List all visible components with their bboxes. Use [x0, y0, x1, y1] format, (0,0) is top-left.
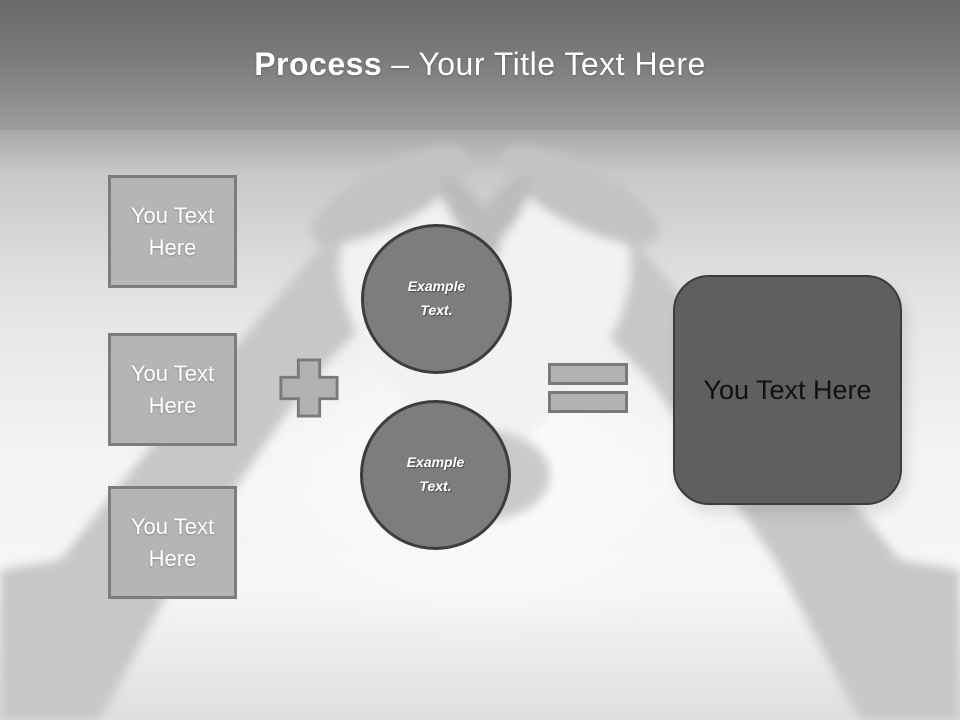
- placeholder-label: You Text Here: [130, 514, 215, 571]
- equals-sign-icon[interactable]: [548, 363, 628, 385]
- plus-sign-icon[interactable]: [278, 357, 340, 419]
- title-band: Process– Your Title Text Here: [0, 0, 960, 130]
- text-placeholder-box-3[interactable]: You Text Here: [108, 486, 237, 599]
- text-placeholder-box-2[interactable]: You Text Here: [108, 333, 237, 446]
- placeholder-label: You Text Here: [130, 361, 215, 418]
- example-circle-2[interactable]: Example Text.: [360, 400, 511, 550]
- slide-title-emphasis: Process: [254, 46, 383, 83]
- left-hand-shape: [311, 145, 469, 245]
- slide-title[interactable]: Process– Your Title Text Here: [254, 47, 706, 82]
- example-circle-1[interactable]: Example Text.: [361, 224, 512, 374]
- example-circle-label: Example Text.: [407, 278, 466, 318]
- example-circle-label: Example Text.: [406, 454, 465, 494]
- placeholder-label: You Text Here: [130, 203, 215, 260]
- equals-sign-icon[interactable]: [548, 391, 628, 413]
- slide-title-rest: – Your Title Text Here: [391, 46, 706, 83]
- result-box[interactable]: You Text Here: [673, 275, 902, 505]
- right-finger-shape: [469, 174, 531, 256]
- result-box-label: You Text Here: [703, 374, 872, 405]
- text-placeholder-box-1[interactable]: You Text Here: [108, 175, 237, 288]
- right-hand-shape: [501, 145, 659, 245]
